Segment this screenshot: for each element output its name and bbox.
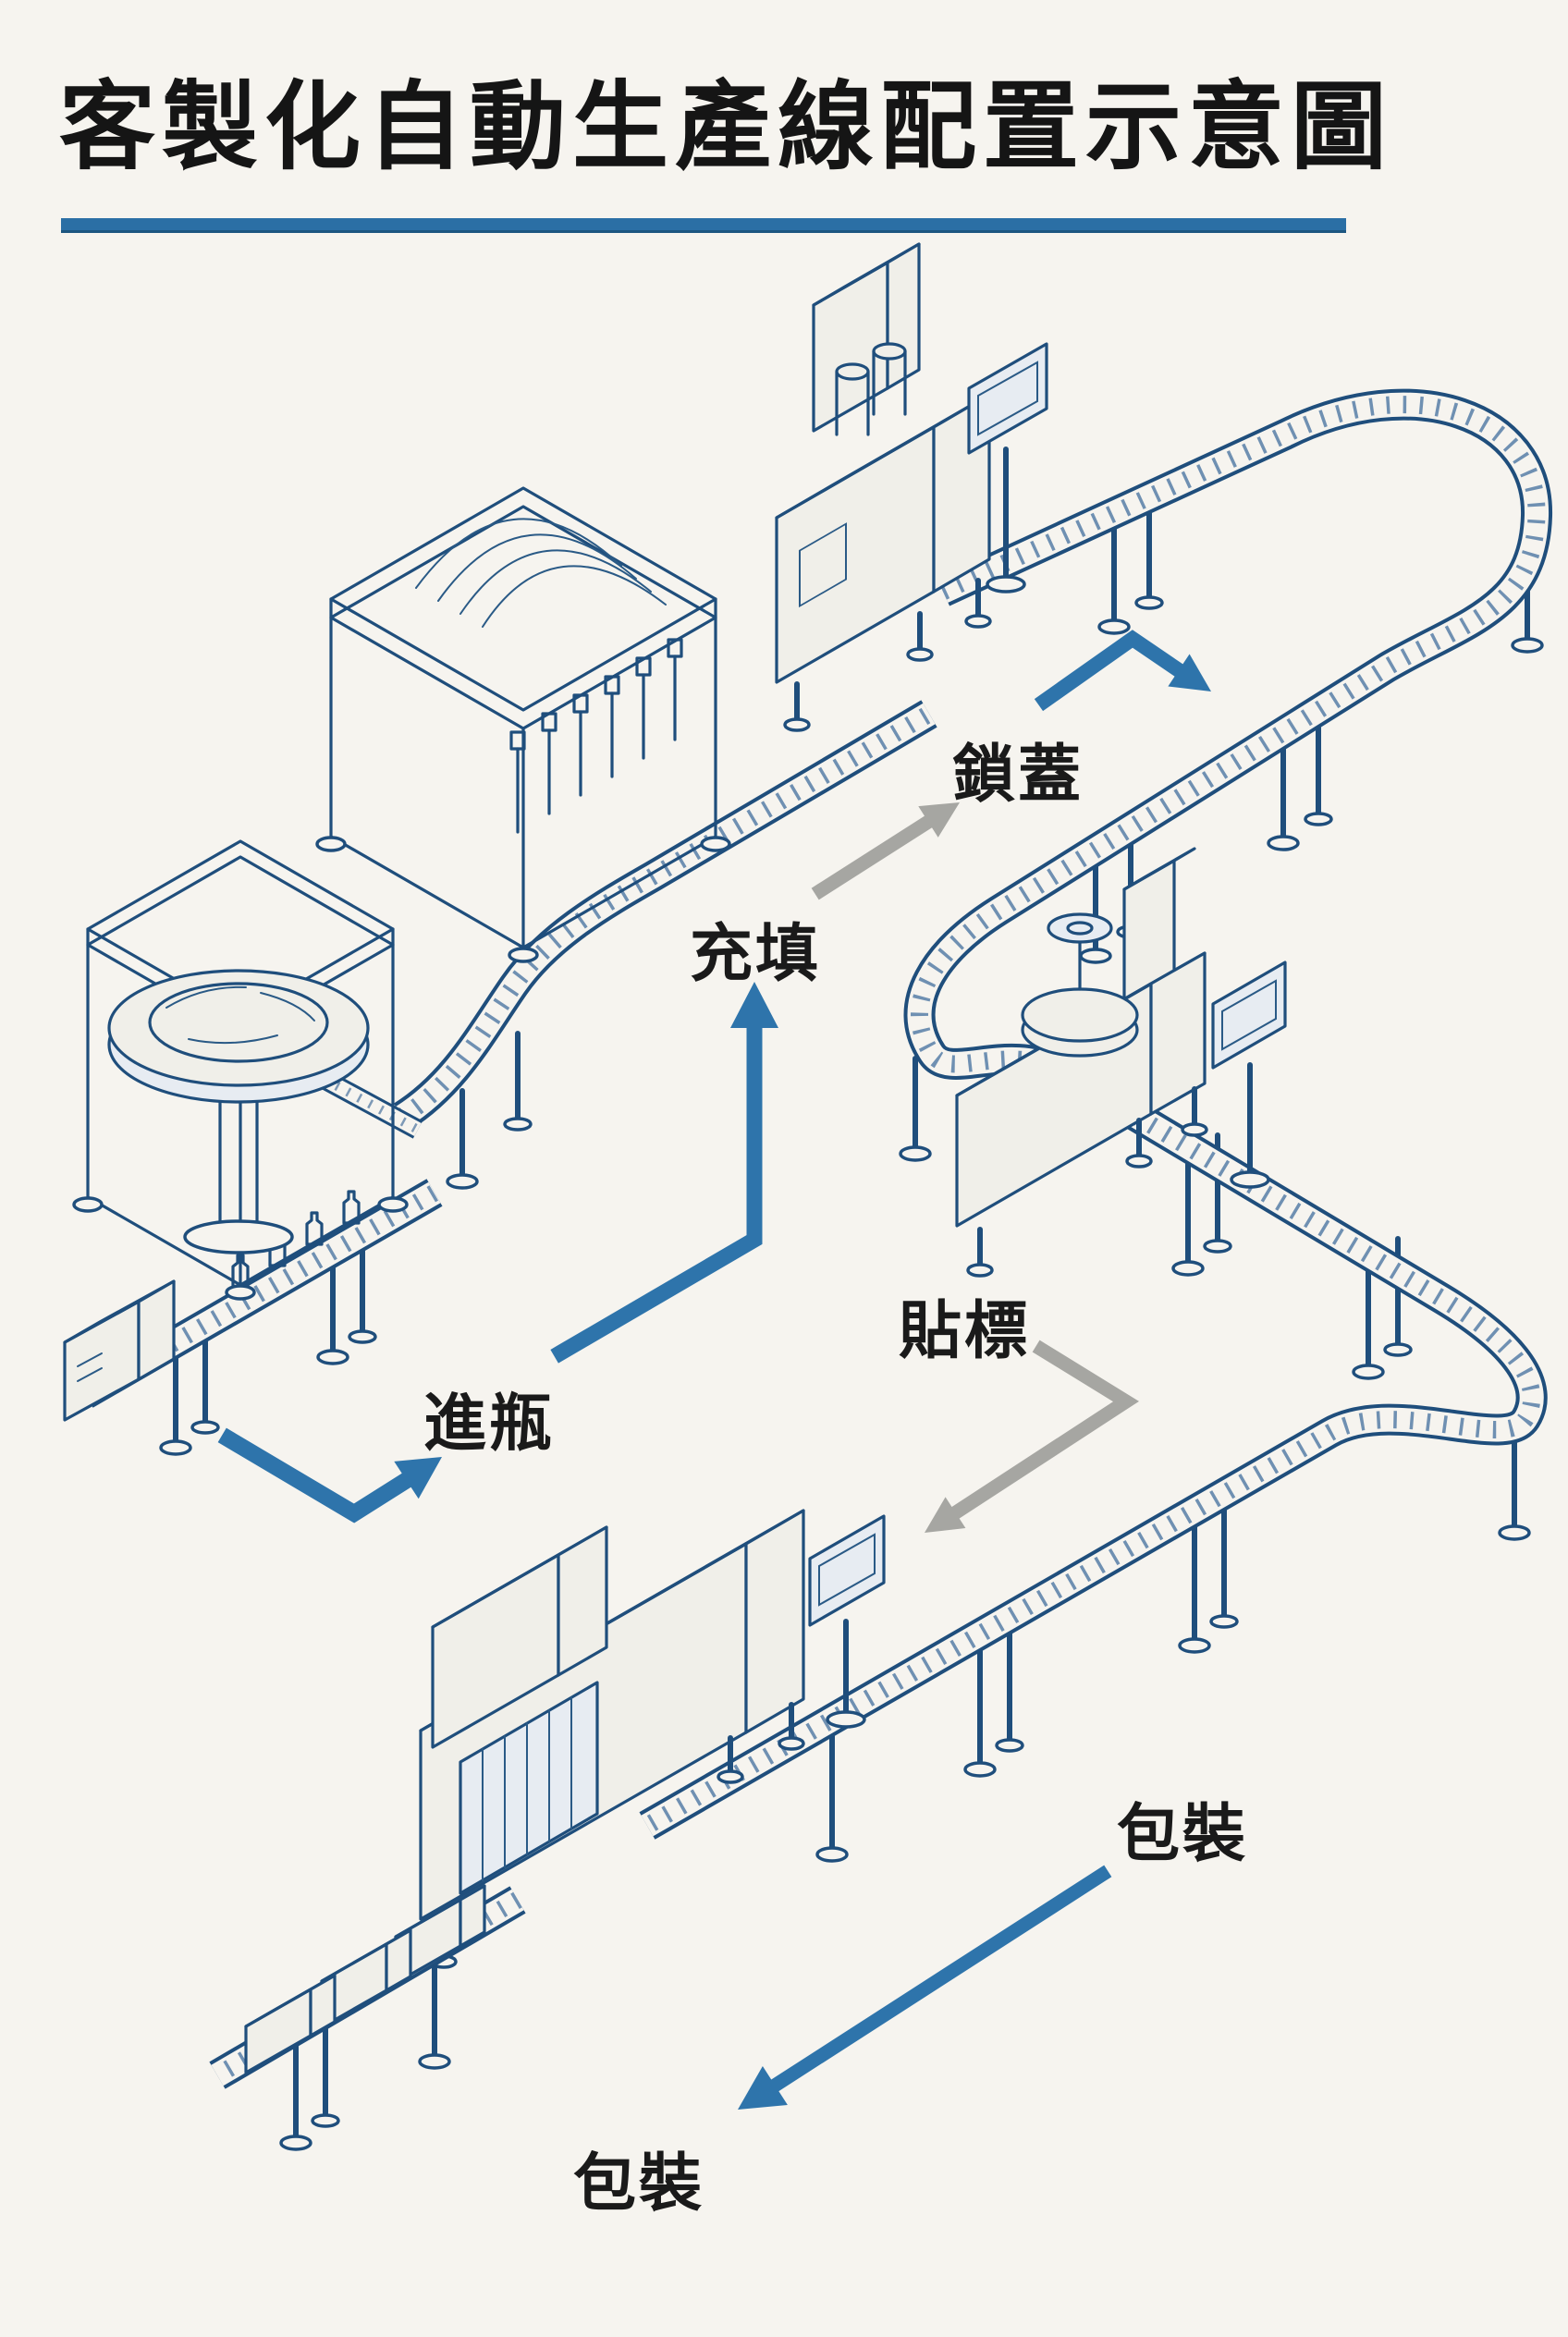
main-conveyor-line <box>639 388 1553 1840</box>
infeed-conveyor <box>63 1179 443 1422</box>
outfeed-conveyor <box>209 1884 526 2089</box>
capper-monitor <box>967 342 1048 593</box>
carton <box>320 1928 412 2029</box>
bottle-unscrambler <box>72 839 423 1301</box>
capping-blue-arrow <box>1034 630 1211 712</box>
flow-arrows <box>217 630 1211 2110</box>
labeler-monitor <box>1211 960 1287 1189</box>
carton <box>244 1974 337 2074</box>
label-capping: 鎖蓋 <box>952 740 1084 810</box>
infeed-arrow <box>217 1427 442 1523</box>
label-labeling: 貼標 <box>899 1296 1031 1366</box>
capping-machine <box>775 242 992 732</box>
label-packaging-bottom: 包裝 <box>573 2148 705 2219</box>
packaging-arrow <box>738 1865 1112 2110</box>
label-packaging-right: 包裝 <box>1117 1799 1249 1869</box>
label-filling: 充填 <box>690 919 822 989</box>
filling-machine <box>315 486 731 963</box>
title-underline <box>61 218 1346 233</box>
filling-nozzles <box>509 638 683 834</box>
label-infeed: 進瓶 <box>423 1389 556 1459</box>
filler-conveyor <box>393 700 937 1131</box>
packaging-machine <box>419 1509 805 1969</box>
labeling-gray-arrow <box>925 1340 1140 1533</box>
filling-arrow <box>550 982 778 1364</box>
capping-gray-arrow <box>811 802 960 900</box>
labeling-machine <box>955 847 1208 1278</box>
checkweigher-monitor <box>808 1514 886 1729</box>
page-title: 客製化自動生產線配置示意圖 <box>59 74 1394 181</box>
